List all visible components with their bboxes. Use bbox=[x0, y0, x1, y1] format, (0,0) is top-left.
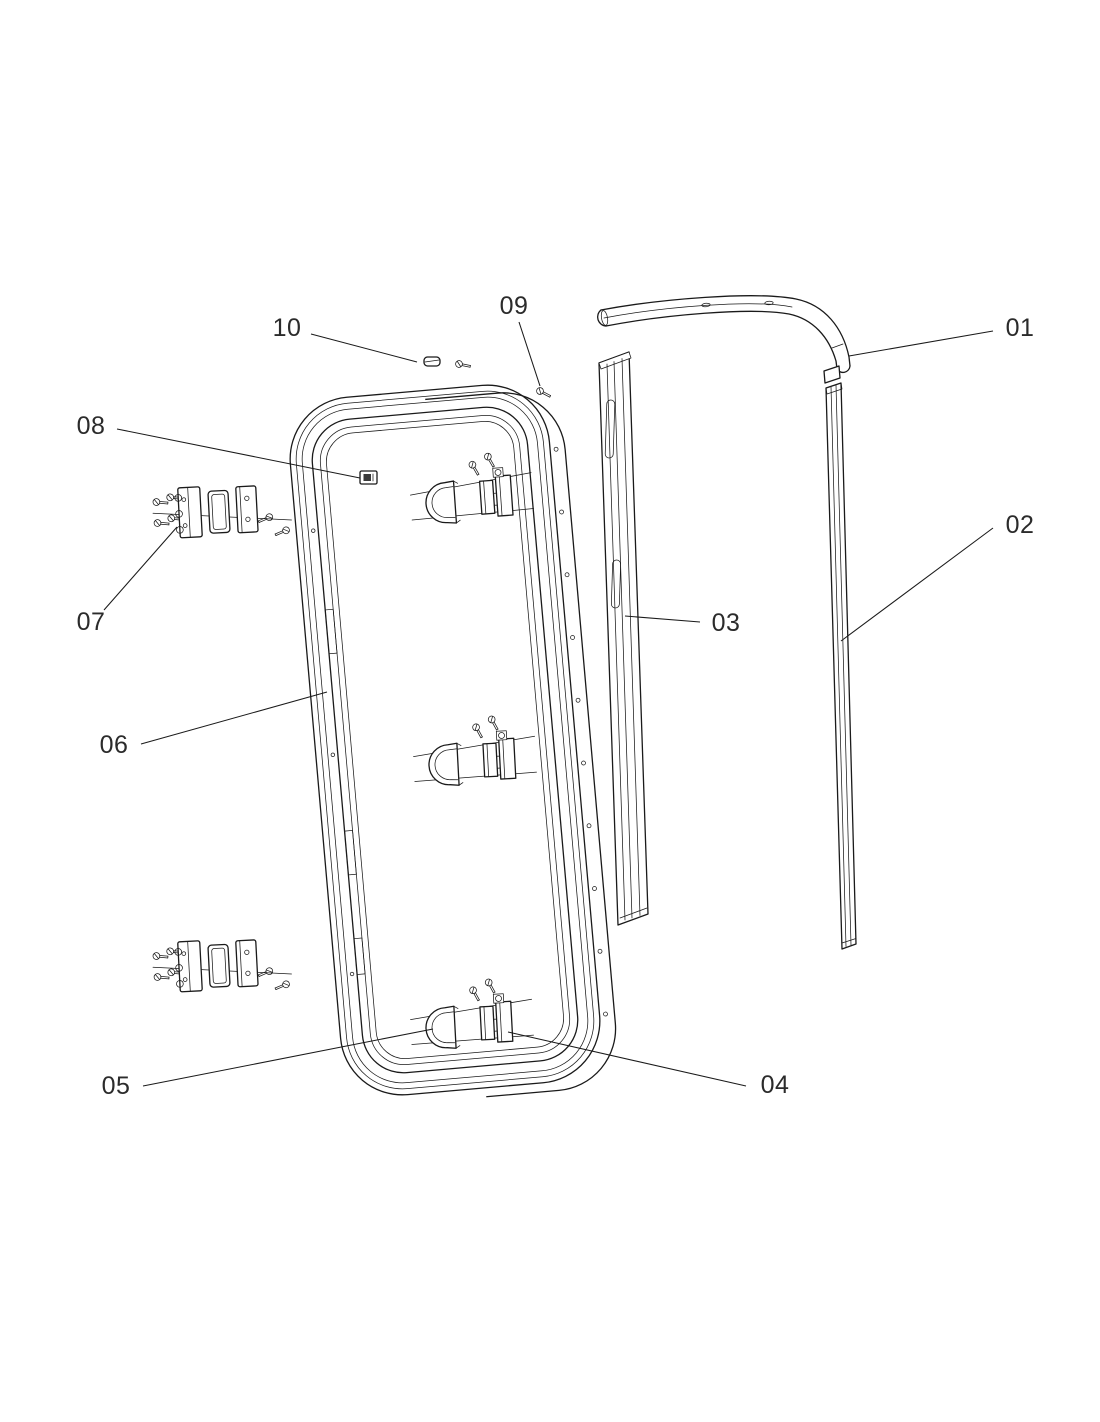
cap-part-10 bbox=[423, 356, 472, 371]
latch-assembly-bottom bbox=[152, 936, 293, 998]
leader-line-02 bbox=[840, 527, 994, 642]
clip-part-08 bbox=[359, 470, 378, 485]
part-label-10: 10 bbox=[273, 314, 302, 342]
leader-line-09 bbox=[518, 321, 541, 387]
latch-assembly-top bbox=[152, 482, 293, 544]
part-label-05: 05 bbox=[102, 1072, 131, 1100]
screw-icon bbox=[535, 386, 553, 400]
part-label-01: 01 bbox=[1006, 314, 1035, 342]
part-label-04: 04 bbox=[761, 1071, 790, 1099]
leader-line-03 bbox=[624, 615, 701, 623]
part-label-02: 02 bbox=[1006, 511, 1035, 539]
hinge-assembly-middle bbox=[412, 713, 537, 788]
door-frame-contour bbox=[301, 396, 589, 1084]
leader-line-05 bbox=[142, 1028, 434, 1087]
frame-mortises bbox=[311, 528, 366, 977]
door-panel-outline bbox=[311, 406, 579, 1074]
hinge-assembly-bottom bbox=[409, 976, 534, 1051]
door-panel-contour bbox=[319, 414, 571, 1066]
part-label-07: 07 bbox=[77, 608, 106, 636]
top-trim-part-01 bbox=[597, 295, 851, 374]
part-label-08: 08 bbox=[77, 412, 106, 440]
leader-line-04 bbox=[507, 1031, 747, 1087]
leader-line-08 bbox=[116, 428, 361, 479]
door-frame-contour bbox=[295, 390, 595, 1090]
leader-line-01 bbox=[848, 330, 994, 357]
part-label-03: 03 bbox=[712, 609, 741, 637]
door-panel-contour bbox=[326, 421, 564, 1059]
edge-rivets bbox=[553, 446, 608, 1017]
screw-icon bbox=[454, 359, 472, 371]
trim-strip-part-02 bbox=[823, 365, 857, 950]
door-frame-outline bbox=[289, 384, 601, 1096]
part-label-06: 06 bbox=[100, 731, 129, 759]
door-assembly bbox=[289, 384, 617, 1104]
leader-lines bbox=[103, 321, 994, 1087]
leader-line-07 bbox=[103, 526, 178, 611]
leader-line-06 bbox=[140, 691, 328, 745]
leader-line-10 bbox=[310, 333, 418, 363]
part-labels: 01 02 03 04 05 06 07 08 09 10 bbox=[77, 292, 1035, 1100]
screw-part-09 bbox=[535, 386, 553, 400]
part-label-09: 09 bbox=[500, 292, 529, 320]
side-rail-part-03 bbox=[598, 351, 649, 926]
door-edge-thickness bbox=[419, 392, 617, 1104]
